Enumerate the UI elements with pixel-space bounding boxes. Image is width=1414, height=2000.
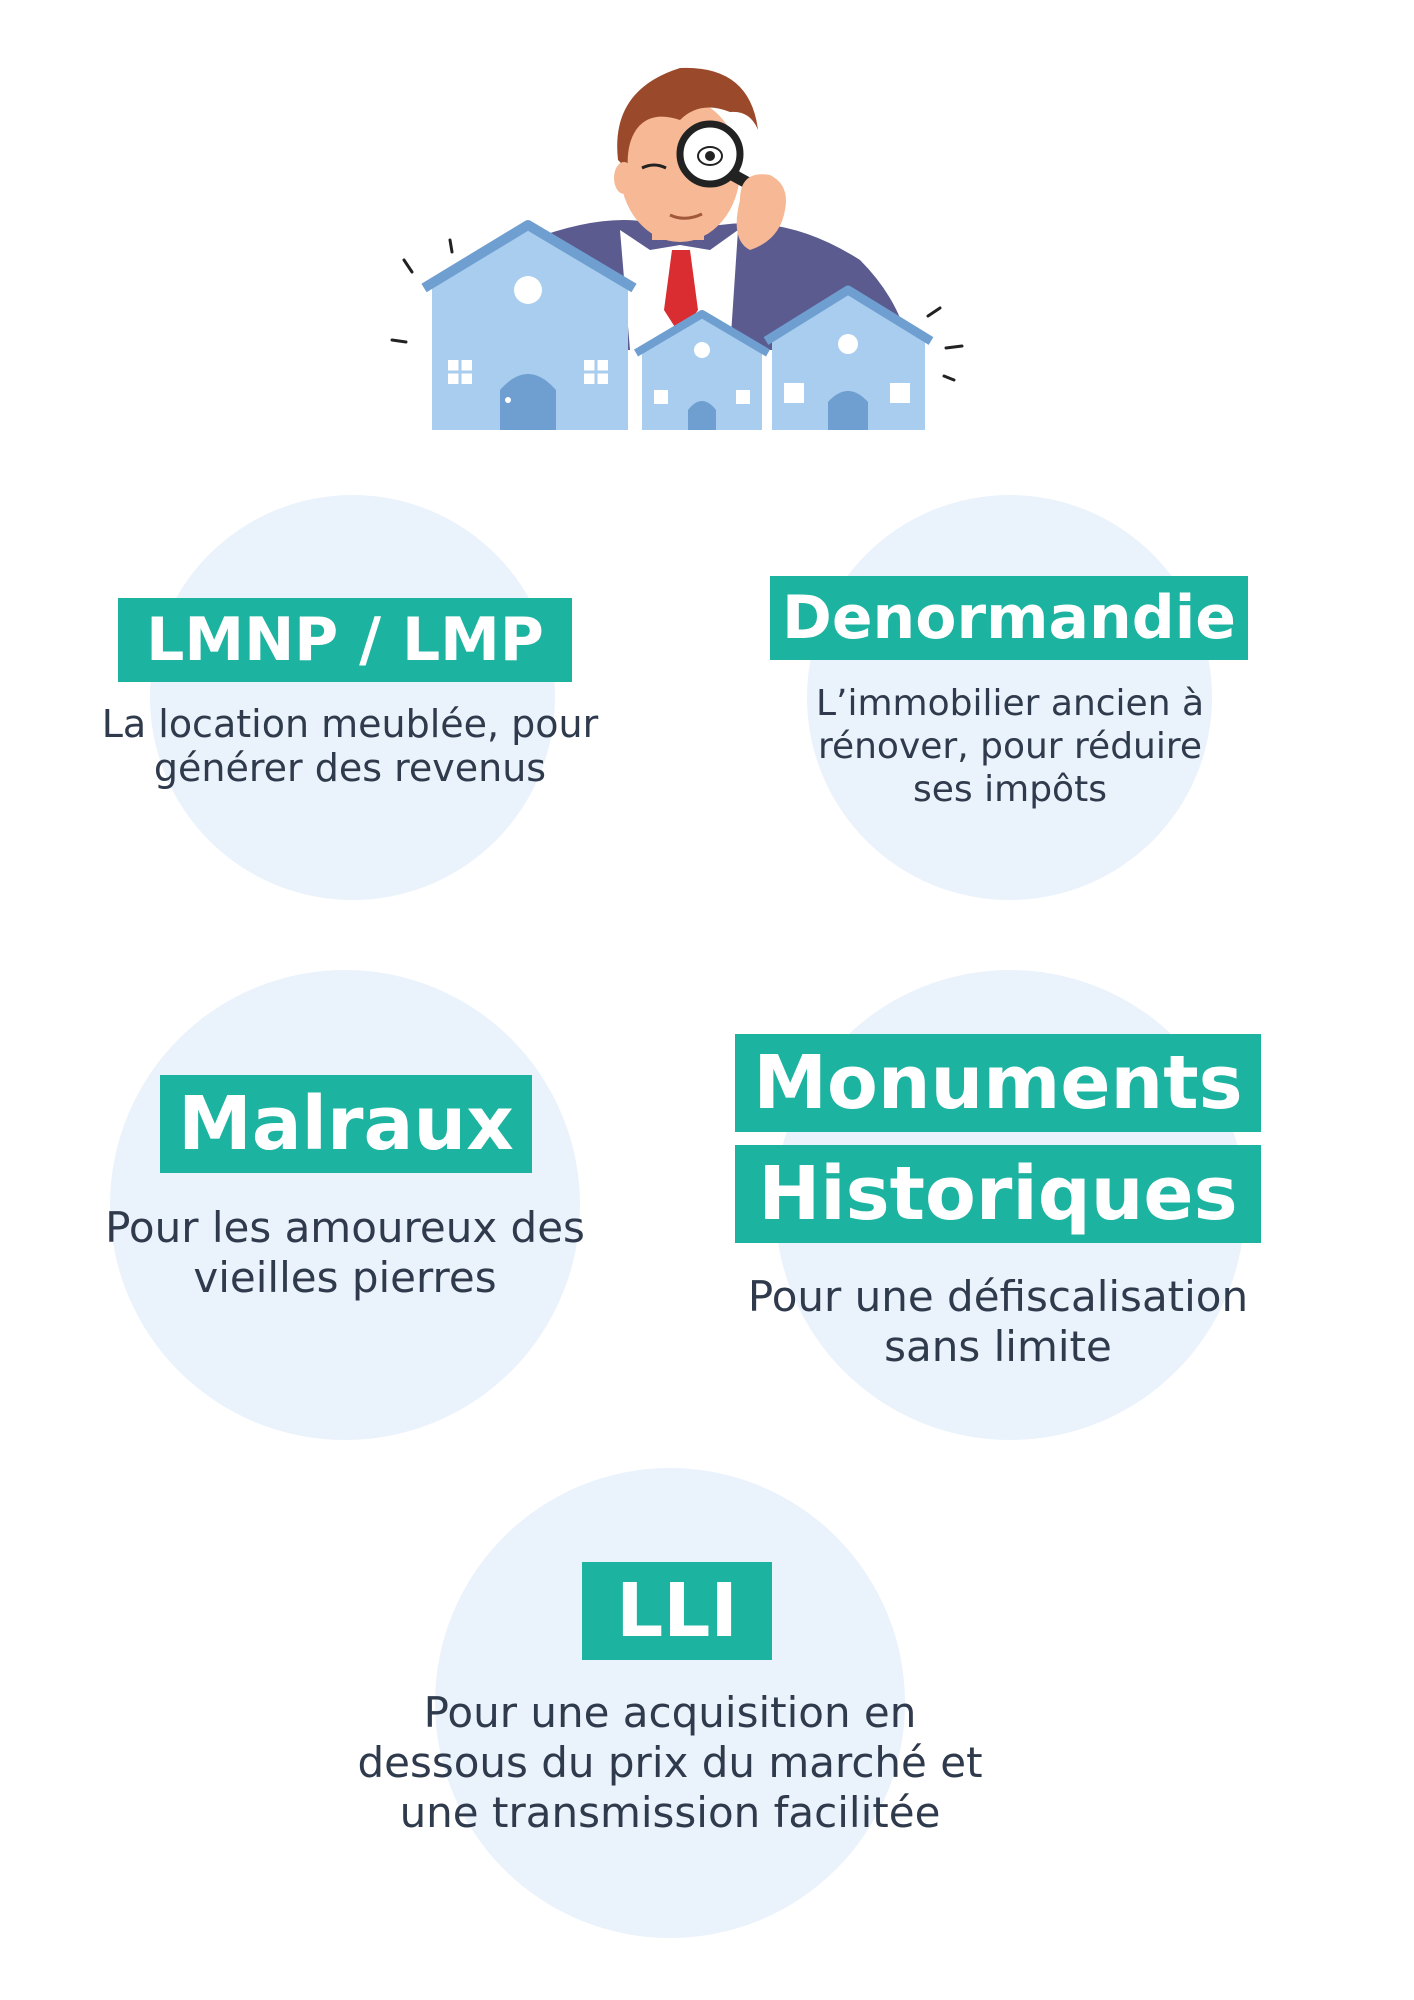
desc-denormandie: L’immobilier ancien à rénover, pour rédu… bbox=[815, 683, 1205, 810]
desc-malraux: Pour les amoureux des vieilles pierres bbox=[105, 1203, 585, 1302]
house-small-icon bbox=[633, 310, 771, 430]
title-historiques: Historiques bbox=[735, 1145, 1261, 1243]
desc-lli: Pour une acquisition en dessous du prix … bbox=[357, 1688, 983, 1837]
desc-monuments-historiques: Pour une défiscalisation sans limite bbox=[747, 1272, 1249, 1371]
sparkle-lines-left bbox=[390, 238, 454, 344]
house-medium-icon bbox=[763, 285, 934, 430]
desc-lmnp-lmp: La location meublée, pour générer des re… bbox=[101, 702, 599, 790]
card-circle-denormandie bbox=[807, 495, 1212, 900]
card-circle-malraux bbox=[110, 970, 580, 1440]
title-lmnp-lmp: LMNP / LMP bbox=[118, 598, 572, 682]
sparkle-lines-right bbox=[926, 306, 964, 382]
title-monuments: Monuments bbox=[735, 1034, 1261, 1132]
title-lli: LLI bbox=[582, 1562, 772, 1660]
card-circle-lli bbox=[435, 1468, 905, 1938]
title-malraux: Malraux bbox=[160, 1075, 532, 1173]
investor-houses-illustration bbox=[390, 67, 964, 430]
card-circle-lmnp bbox=[150, 495, 555, 900]
house-large-icon bbox=[421, 220, 637, 430]
title-denormandie: Denormandie bbox=[770, 576, 1248, 660]
